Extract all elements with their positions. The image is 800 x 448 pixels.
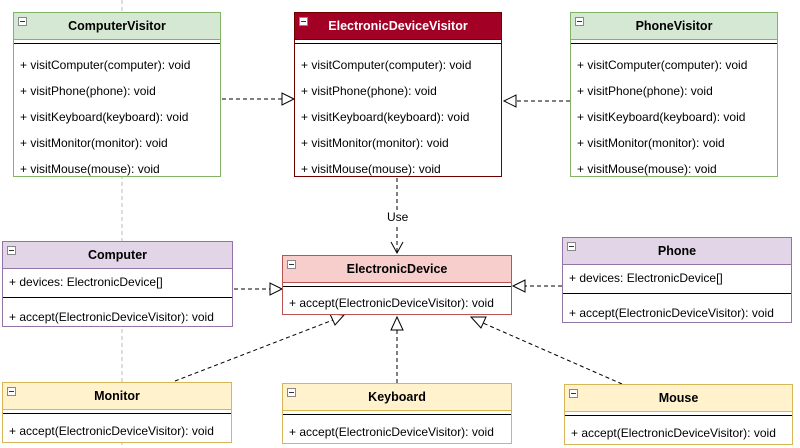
arrow-head-mouse: [469, 316, 487, 329]
method-row: + visitComputer(computer): void: [301, 58, 472, 72]
class-header: Phone: [563, 238, 791, 265]
class-keyboard[interactable]: Keyboard + accept(ElectronicDeviceVisito…: [282, 383, 512, 444]
arrow-head-computervisitor: [281, 92, 296, 106]
arrow-head-phone: [511, 279, 526, 293]
class-header: Mouse: [565, 385, 792, 412]
methods-section: + accept(ElectronicDeviceVisitor): void: [565, 422, 792, 444]
attribute-row: + devices: ElectronicDevice[]: [9, 275, 163, 289]
collapse-icon[interactable]: [569, 389, 578, 398]
method-row: + accept(ElectronicDeviceVisitor): void: [289, 425, 494, 439]
method-row: + visitMonitor(monitor): void: [20, 136, 168, 150]
method-row: + visitPhone(phone): void: [577, 84, 713, 98]
class-computer[interactable]: Computer + devices: ElectronicDevice[] +…: [2, 241, 233, 327]
attributes-separator: [571, 43, 777, 52]
method-row: + visitPhone(phone): void: [301, 84, 437, 98]
class-mouse[interactable]: Mouse + accept(ElectronicDeviceVisitor):…: [564, 384, 793, 445]
collapse-icon[interactable]: [287, 260, 296, 269]
collapse-icon[interactable]: [7, 246, 16, 255]
attributes-separator: [565, 415, 792, 422]
class-name: Computer: [87, 248, 148, 262]
class-phone-visitor[interactable]: PhoneVisitor + visitComputer(computer): …: [570, 12, 778, 177]
method-row: + accept(ElectronicDeviceVisitor): void: [9, 310, 214, 324]
method-row: + visitComputer(computer): void: [20, 58, 191, 72]
class-computer-visitor[interactable]: ComputerVisitor + visitComputer(computer…: [13, 12, 221, 177]
collapse-icon[interactable]: [18, 17, 27, 26]
attributes-section: + devices: ElectronicDevice[]: [563, 265, 791, 291]
class-header: Monitor: [3, 383, 231, 410]
methods-section: + visitComputer(computer): void + visitP…: [14, 52, 220, 182]
arrow-head-keyboard: [390, 315, 404, 331]
class-phone[interactable]: Phone + devices: ElectronicDevice[] + ac…: [562, 237, 792, 323]
method-row: + visitKeyboard(keyboard): void: [301, 110, 470, 124]
class-monitor[interactable]: Monitor + accept(ElectronicDeviceVisitor…: [2, 382, 232, 443]
class-name: Phone: [657, 244, 697, 258]
method-row: + accept(ElectronicDeviceVisitor): void: [9, 424, 214, 438]
collapse-icon[interactable]: [287, 388, 296, 397]
realization-monitor: [174, 319, 334, 382]
class-name: Monitor: [94, 389, 140, 403]
methods-section: + accept(ElectronicDeviceVisitor): void: [283, 293, 511, 313]
method-row: + accept(ElectronicDeviceVisitor): void: [289, 296, 494, 310]
collapse-icon[interactable]: [7, 387, 16, 396]
attribute-row: + devices: ElectronicDevice[]: [569, 271, 723, 285]
methods-section: + visitComputer(computer): void + visitP…: [571, 52, 777, 182]
realization-mouse: [482, 322, 623, 385]
collapse-icon[interactable]: [567, 242, 576, 251]
use-label: Use: [386, 210, 410, 224]
method-row: + visitMonitor(monitor): void: [301, 136, 449, 150]
attributes-separator: [283, 414, 511, 421]
methods-section: + visitComputer(computer): void + visitP…: [295, 52, 501, 182]
arrow-head-monitor: [329, 313, 346, 326]
method-row: + accept(ElectronicDeviceVisitor): void: [571, 426, 776, 440]
class-name: ComputerVisitor: [68, 19, 166, 33]
attributes-separator: [3, 413, 231, 420]
methods-section: + accept(ElectronicDeviceVisitor): void: [563, 300, 791, 326]
class-header: ComputerVisitor: [14, 13, 220, 40]
use-arrow-head: [390, 241, 404, 255]
class-header: ElectronicDevice: [283, 256, 511, 283]
method-row: + visitMouse(mouse): void: [577, 162, 717, 176]
class-name: PhoneVisitor: [635, 19, 713, 33]
methods-separator: [563, 293, 791, 300]
method-row: + visitMouse(mouse): void: [20, 162, 160, 176]
collapse-icon[interactable]: [575, 17, 584, 26]
class-name: Mouse: [658, 391, 699, 405]
attributes-separator: [295, 43, 501, 52]
class-name: ElectronicDeviceVisitor: [328, 19, 468, 33]
method-row: + visitMouse(mouse): void: [301, 162, 441, 176]
method-row: + visitPhone(phone): void: [20, 84, 156, 98]
class-header: Computer: [3, 242, 232, 269]
attributes-section: + devices: ElectronicDevice[]: [3, 269, 232, 295]
class-header: Keyboard: [283, 384, 511, 411]
methods-section: + accept(ElectronicDeviceVisitor): void: [283, 421, 511, 443]
methods-separator: [3, 297, 232, 304]
method-row: + visitKeyboard(keyboard): void: [20, 110, 189, 124]
class-name: Keyboard: [368, 390, 426, 404]
class-header: PhoneVisitor: [571, 13, 777, 40]
methods-section: + accept(ElectronicDeviceVisitor): void: [3, 420, 231, 442]
arrow-head-computer: [269, 282, 284, 296]
method-row: + visitComputer(computer): void: [577, 58, 748, 72]
attributes-separator: [14, 43, 220, 52]
method-row: + accept(ElectronicDeviceVisitor): void: [569, 306, 774, 320]
class-electronic-device[interactable]: ElectronicDevice + accept(ElectronicDevi…: [282, 255, 512, 315]
methods-section: + accept(ElectronicDeviceVisitor): void: [3, 304, 232, 330]
class-name: ElectronicDevice: [346, 262, 448, 276]
method-row: + visitKeyboard(keyboard): void: [577, 110, 746, 124]
class-electronic-device-visitor[interactable]: ElectronicDeviceVisitor + visitComputer(…: [294, 12, 502, 177]
collapse-icon[interactable]: [299, 17, 308, 26]
class-header: ElectronicDeviceVisitor: [295, 13, 501, 40]
method-row: + visitMonitor(monitor): void: [577, 136, 725, 150]
attributes-separator: [283, 286, 511, 293]
arrow-head-phonevisitor: [502, 94, 517, 108]
